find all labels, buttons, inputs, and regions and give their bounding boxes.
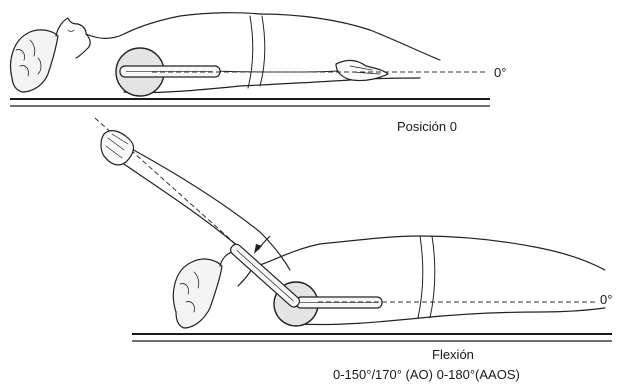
supine-figure [11,13,440,93]
face [56,18,90,58]
caption-position-zero: Posición 0 [397,120,457,133]
flexion-panel [95,118,612,341]
degree-label-top: 0° [494,66,506,79]
caption-flexion: Flexión [432,348,474,361]
position-zero-panel [10,13,490,106]
table-surface [132,334,612,341]
raised-arm [101,131,290,280]
degree-label-bottom: 0° [600,293,612,306]
flexion-range: 0-150°/170° (AO) 0-180°(AAOS) [333,368,520,381]
hair [173,259,222,328]
raised-hand [101,131,133,165]
hair [11,30,58,92]
table-surface [10,99,490,106]
goniometer-bottom [229,242,382,326]
